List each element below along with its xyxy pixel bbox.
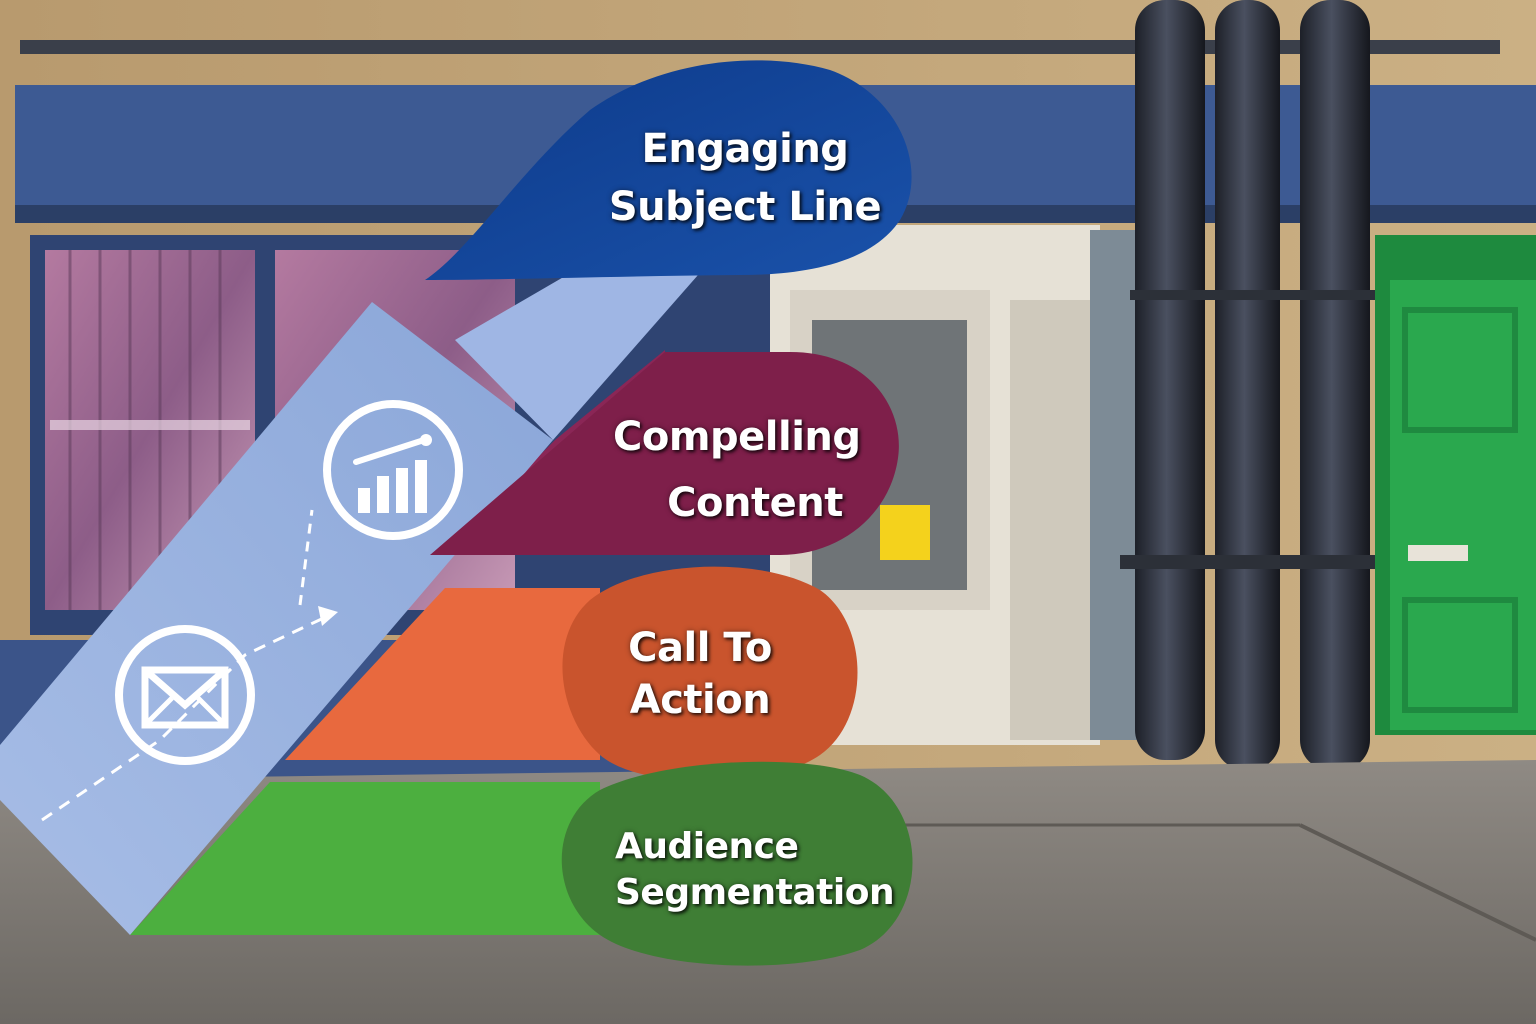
subject-line-bubble xyxy=(425,60,912,280)
segmentation-bubble xyxy=(561,761,913,966)
email-icon xyxy=(115,625,255,765)
stage-label-segmentation: Audience Segmentation xyxy=(585,824,895,916)
stage-label-line: Compelling xyxy=(613,414,861,460)
stage-label-call-to-action: Call To Action xyxy=(595,622,805,726)
drain-pipe xyxy=(1300,0,1370,770)
arrowhead-icon xyxy=(318,606,338,626)
growth-chart-icon xyxy=(323,400,463,540)
content-bubble xyxy=(430,352,899,555)
door-sign xyxy=(880,505,930,560)
stage-label-line: Segmentation xyxy=(615,872,895,913)
ribbon-upper-band xyxy=(455,250,720,440)
conduit-pipe xyxy=(20,40,1500,54)
stage-label-line: Audience xyxy=(615,826,799,867)
segmentation-bar xyxy=(130,782,600,935)
stage-label-line: Subject Line xyxy=(608,184,882,230)
stage-label-subject-line: Engaging Subject Line xyxy=(600,120,890,236)
drain-pipe xyxy=(1215,0,1280,770)
stage-label-line: Engaging xyxy=(641,126,849,172)
stage-label-line: Action xyxy=(629,677,771,723)
green-door xyxy=(1390,280,1536,730)
stage-label-content: Compelling Content xyxy=(595,404,875,536)
action-bubble xyxy=(562,566,858,782)
dashed-path-arrow xyxy=(41,613,331,822)
stage-label-line: Call To xyxy=(628,625,772,671)
drain-pipe xyxy=(1135,0,1205,760)
ribbon-arrow xyxy=(0,302,553,935)
action-bar xyxy=(285,588,600,760)
stage-label-line: Content xyxy=(667,480,843,526)
